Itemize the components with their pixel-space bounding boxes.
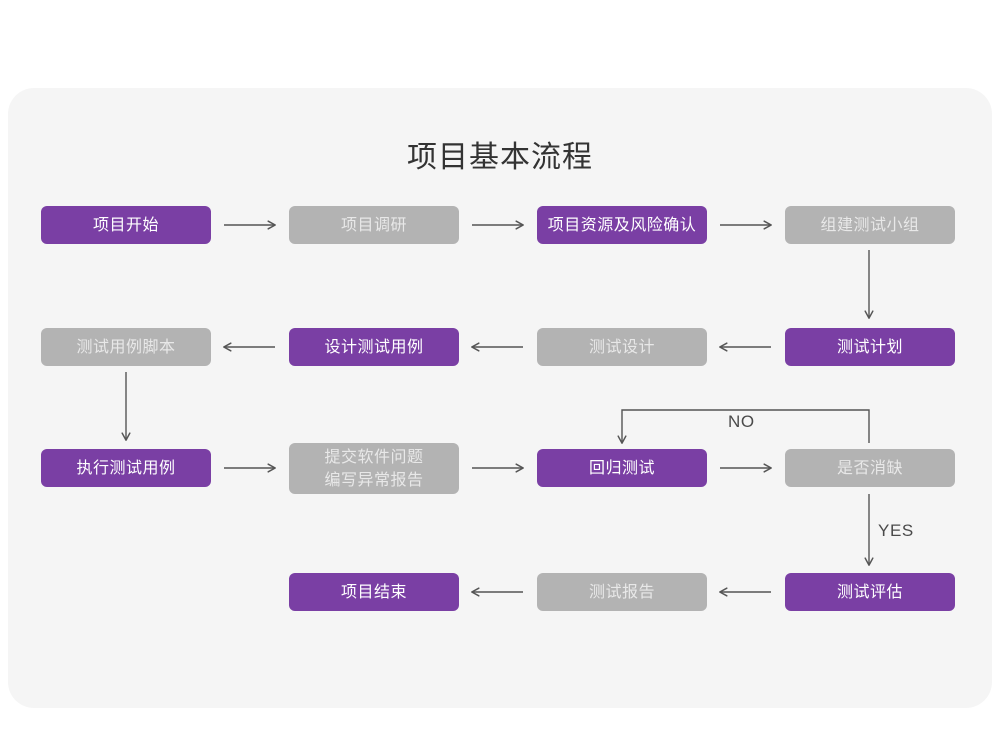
- node-submit-issue-report[interactable]: 提交软件问题 编写异常报告: [289, 443, 459, 494]
- page-title: 项目基本流程: [407, 141, 593, 174]
- node-resource-risk-confirm[interactable]: 项目资源及风险确认: [537, 206, 707, 244]
- node-test-evaluation[interactable]: 测试评估: [785, 573, 955, 611]
- node-execute-test-case[interactable]: 执行测试用例: [41, 449, 211, 487]
- node-form-test-team[interactable]: 组建测试小组: [785, 206, 955, 244]
- node-project-end[interactable]: 项目结束: [289, 573, 459, 611]
- edge-label-yes: YES: [878, 521, 914, 540]
- node-project-research[interactable]: 项目调研: [289, 206, 459, 244]
- node-test-plan[interactable]: 测试计划: [785, 328, 955, 366]
- node-test-design[interactable]: 测试设计: [537, 328, 707, 366]
- node-test-case-script[interactable]: 测试用例脚本: [41, 328, 211, 366]
- node-project-start[interactable]: 项目开始: [41, 206, 211, 244]
- node-regression-test[interactable]: 回归测试: [537, 449, 707, 487]
- node-defect-cleared[interactable]: 是否消缺: [785, 449, 955, 487]
- node-design-test-case[interactable]: 设计测试用例: [289, 328, 459, 366]
- flowchart-card: [8, 88, 992, 708]
- edge-label-no: NO: [728, 412, 755, 431]
- node-test-report[interactable]: 测试报告: [537, 573, 707, 611]
